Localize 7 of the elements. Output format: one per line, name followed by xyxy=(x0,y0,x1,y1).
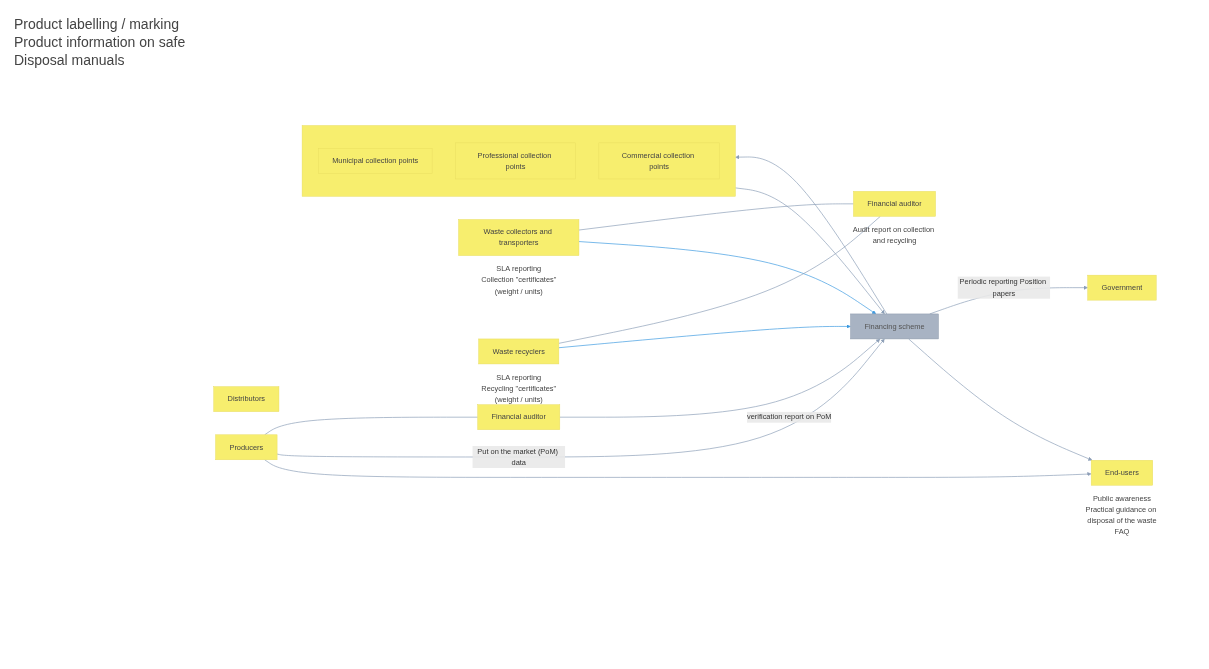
note-text: Product labelling / marking xyxy=(14,16,180,32)
connector xyxy=(578,203,854,230)
connector xyxy=(558,215,881,344)
connector xyxy=(264,416,479,435)
note-text: Product information on safe xyxy=(14,34,187,50)
note-text: Disposal manuals xyxy=(14,52,126,68)
cluster xyxy=(301,124,736,197)
